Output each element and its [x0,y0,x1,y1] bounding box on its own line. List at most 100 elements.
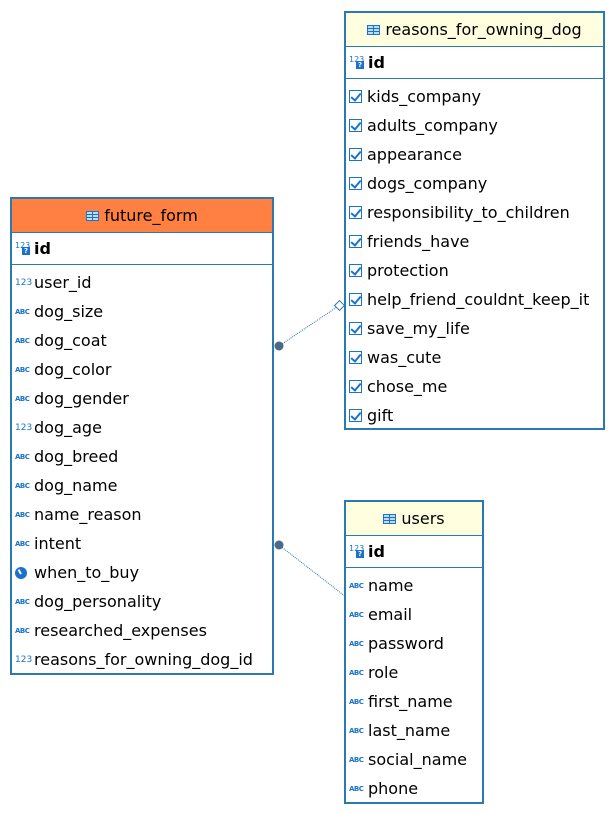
numeric-type-icon: 123 [15,422,33,433]
numeric-type-icon: 123 [15,277,33,288]
primary-key-row[interactable]: 123? id [346,536,482,568]
column-name: id [368,542,385,561]
boolean-type-icon [349,177,362,190]
numeric-type-icon: 123 [15,654,33,665]
column-name: save_my_life [367,319,470,338]
column-row[interactable]: responsibility_to_children [346,198,603,227]
boolean-type-icon [349,264,362,277]
column-name: dog_gender [34,389,129,408]
column-name: researched_expenses [34,621,207,640]
text-type-icon: ABC [15,597,30,606]
column-row[interactable]: protection [346,256,603,285]
text-type-icon: ABC [15,336,30,345]
column-name: name [368,576,414,595]
text-type-icon: ABC [349,784,364,793]
boolean-type-icon [349,409,362,422]
table-title: future_form [104,206,198,225]
column-row[interactable]: gift [346,401,603,430]
boolean-type-icon [349,293,362,306]
column-name: first_name [368,692,453,711]
text-type-icon: ABC [15,452,30,461]
column-name: user_id [34,273,92,292]
column-row[interactable]: ABC intent [12,529,272,558]
column-name: responsibility_to_children [367,203,570,222]
column-name: dogs_company [367,174,488,193]
column-name: phone [368,779,419,798]
column-row[interactable]: ABC dog_gender [12,384,272,413]
text-type-icon: ABC [349,755,364,764]
column-row[interactable]: adults_company [346,111,603,140]
column-name: password [368,634,444,653]
column-name: friends_have [367,232,470,251]
column-name: help_friend_couldnt_keep_it [367,290,590,309]
text-type-icon: ABC [15,539,30,548]
column-row[interactable]: help_friend_couldnt_keep_it [346,285,603,314]
boolean-type-icon [349,206,362,219]
table-title: users [401,509,445,528]
column-name: dog_age [34,418,102,437]
column-name: role [368,663,399,682]
table-title: reasons_for_owning_dog [385,20,582,39]
table-icon [367,24,381,35]
column-row[interactable]: kids_company [346,82,603,111]
column-row[interactable]: dogs_company [346,169,603,198]
text-type-icon: ABC [15,365,30,374]
text-type-icon: ABC [349,581,364,590]
column-row[interactable]: when_to_buy [12,558,272,587]
column-row[interactable]: appearance [346,140,603,169]
table-header[interactable]: future_form [12,199,272,233]
table-icon [383,513,397,524]
primary-key-row[interactable]: 123? id [12,233,272,265]
column-row[interactable]: ABC dog_coat [12,326,272,355]
primary-key-row[interactable]: 123? id [346,47,603,79]
boolean-type-icon [349,148,362,161]
column-name: chose_me [367,377,448,396]
column-row[interactable]: friends_have [346,227,603,256]
text-type-icon: ABC [15,626,30,635]
table-reasons-for-owning-dog[interactable]: reasons_for_owning_dog 123? id kids_comp… [344,11,605,430]
text-type-icon: ABC [349,610,364,619]
primary-key-icon: 123? [15,240,31,255]
table-header[interactable]: users [346,502,482,536]
column-name: dog_coat [34,331,107,350]
boolean-type-icon [349,322,362,335]
text-type-icon: ABC [15,394,30,403]
column-name: when_to_buy [34,563,140,582]
column-row[interactable]: chose_me [346,372,603,401]
boolean-type-icon [349,380,362,393]
column-name: dog_color [34,360,112,379]
primary-key-icon: 123? [349,54,365,69]
column-row[interactable]: ABC dog_breed [12,442,272,471]
column-name: dog_personality [34,592,162,611]
table-header[interactable]: reasons_for_owning_dog [346,13,603,47]
column-name: intent [34,534,82,553]
column-row[interactable]: was_cute [346,343,603,372]
column-row[interactable]: ABC researched_expenses [12,616,272,645]
column-row[interactable]: ABC dog_color [12,355,272,384]
column-name: dog_size [34,302,104,321]
column-name: gift [367,406,394,425]
column-name: kids_company [367,87,481,106]
column-name: dog_breed [34,447,119,466]
column-row[interactable]: ABC dog_personality [12,587,272,616]
relationship-many-end-reasons [274,341,284,351]
column-row[interactable]: ABC name [346,571,482,600]
column-row[interactable]: ABC phone [346,774,482,803]
column-row[interactable]: save_my_life [346,314,603,343]
column-row[interactable]: ABC role [346,658,482,687]
text-type-icon: ABC [349,668,364,677]
